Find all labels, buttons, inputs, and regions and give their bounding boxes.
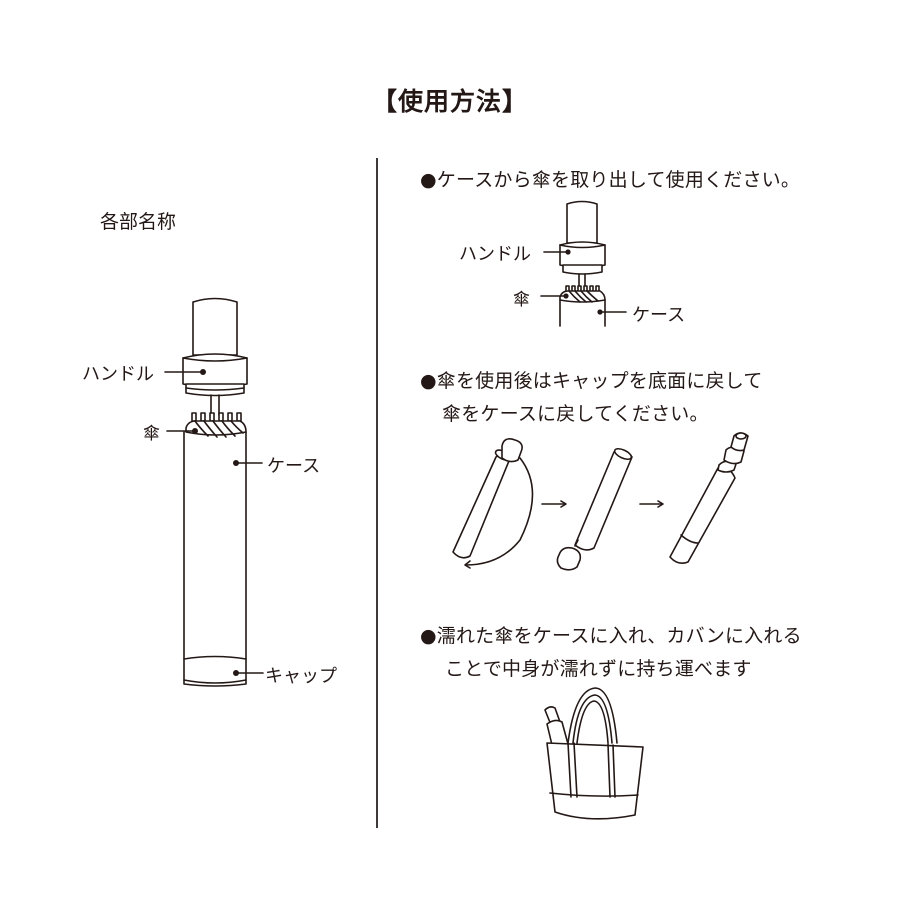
step1-label-umbrella: 傘 [513,290,530,310]
label-handle: ハンドル [82,364,154,385]
step1-label-handle: ハンドル [459,244,531,265]
bullet-icon: ● [420,625,437,647]
label-cap: キャップ [265,666,337,687]
step1-label-case: ケース [632,305,686,326]
label-umbrella: 傘 [143,424,160,444]
bullet-icon: ● [420,169,437,191]
label-case: ケース [267,456,321,477]
column-divider [376,158,378,828]
step-3-text-line-1: ●濡れた傘をケースに入れ、カバンに入れる [420,625,802,647]
page-title: 【使用方法】 [371,87,528,116]
bullet-icon: ● [420,370,437,392]
step-2-text-line-2: 傘をケースに戻してください。 [442,403,709,425]
step-3-text-line-2: ことで中身が濡れずに持ち運べます [445,658,752,680]
step-2-text-line-1: ●傘を使用後はキャップを底面に戻して [420,370,763,392]
step-1-text: ●ケースから傘を取り出して使用ください。 [420,169,801,191]
parts-heading: 各部名称 [100,211,177,233]
